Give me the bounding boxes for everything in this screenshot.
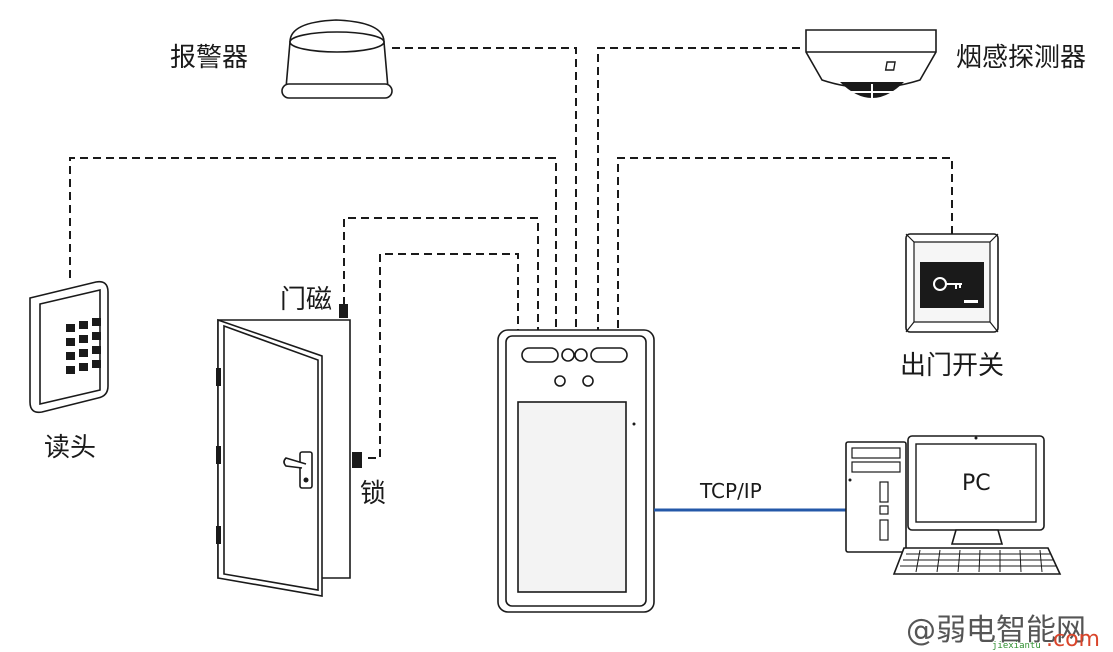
- face-terminal-icon: [497, 329, 655, 613]
- watermark-site: jiexiantu: [992, 641, 1041, 651]
- wire-smoke-detector: [597, 47, 800, 330]
- exit-button-key-icon: [905, 233, 999, 333]
- pc-label: PC: [962, 471, 991, 496]
- door-sensor-label: 门磁: [280, 285, 332, 315]
- door-icon: [216, 318, 351, 597]
- wire-exit-button: [617, 157, 953, 330]
- watermark-domain: .com: [1046, 627, 1100, 652]
- wire-lock: [368, 253, 519, 459]
- lock-label: 锁: [360, 479, 386, 509]
- alarm-siren-icon: [281, 19, 393, 99]
- smoke-detector-icon: [805, 29, 937, 112]
- card-reader-label: 读头: [44, 433, 96, 463]
- smoke-detector-label: 烟感探测器: [956, 43, 1086, 73]
- watermark-main: @弱电智能网: [906, 613, 1086, 648]
- wire-alarm: [392, 47, 577, 330]
- wire-card-reader: [69, 157, 557, 330]
- alarm-label: 报警器: [170, 43, 248, 73]
- tcpip-label: TCP/IP: [699, 479, 762, 503]
- desktop-pc-icon: [845, 435, 1062, 575]
- lock-block: [352, 452, 362, 468]
- wiring-lines: [69, 47, 953, 459]
- exit-button-label: 出门开关: [900, 351, 1004, 381]
- card-reader-keypad-icon: [29, 280, 109, 414]
- door-sensor-block: [339, 304, 348, 318]
- wire-door-sensor: [343, 217, 539, 330]
